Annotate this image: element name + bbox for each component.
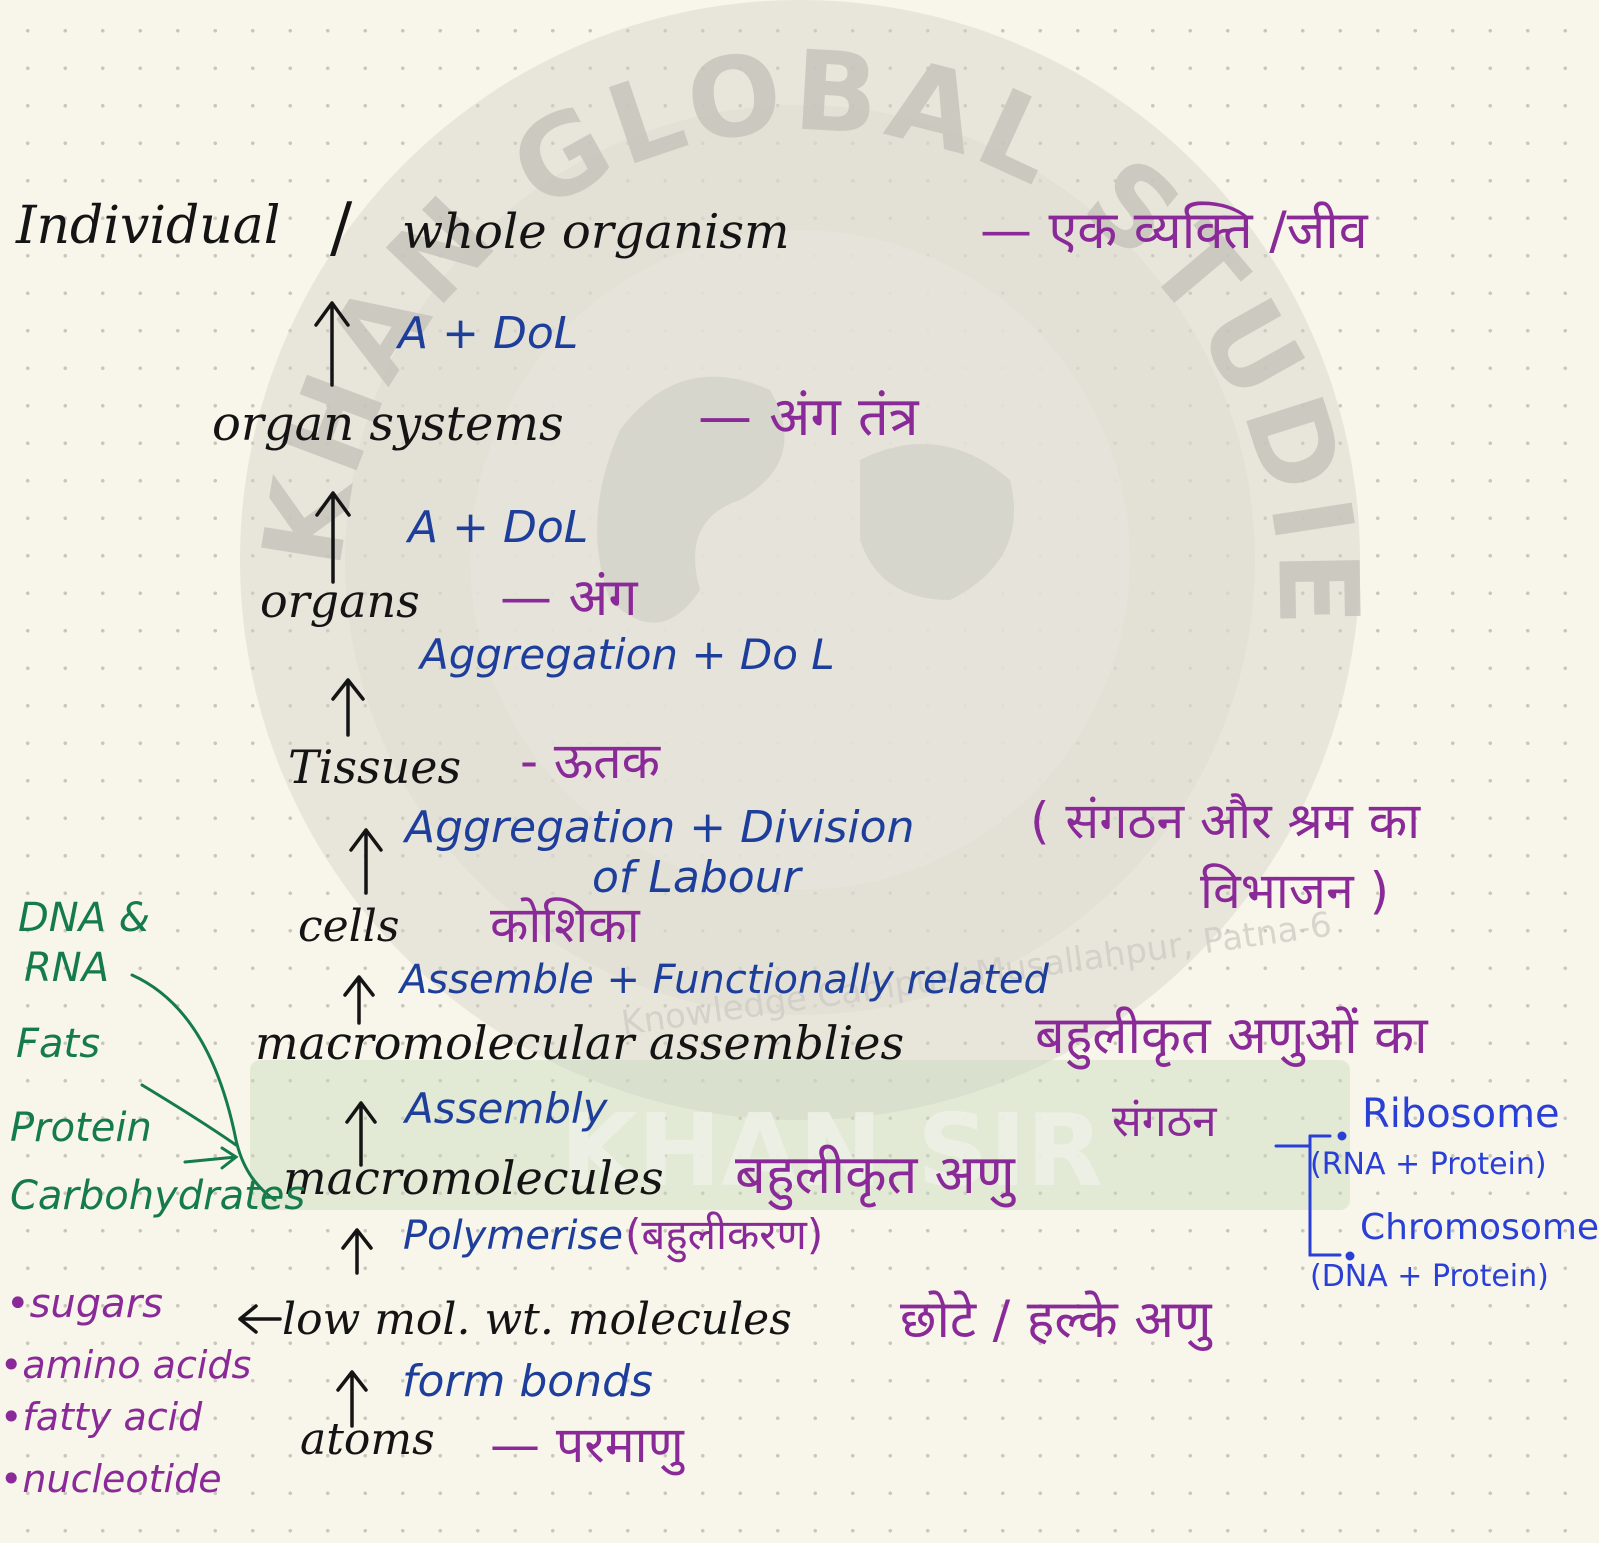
step-aggregation-dol: Aggregation + Do L	[420, 630, 835, 679]
green-connector-lines	[130, 973, 277, 1202]
organ-systems-hindi: — अंग तंत्र	[698, 385, 919, 448]
blue-bracket	[1274, 1131, 1355, 1261]
up-arrow-1	[314, 301, 350, 387]
step-polymerise-hindi: (बहुलीकरण)	[625, 1210, 824, 1259]
example-ribosome: Ribosome	[1362, 1091, 1560, 1137]
macromolecules-hindi: बहुलीकृत अणु	[735, 1143, 1015, 1206]
macromolecular-assemblies-hindi-2: संगठन	[1112, 1096, 1217, 1147]
step-division-hindi-2: विभाजन )	[1200, 862, 1390, 920]
left-arrow-sugars	[238, 1304, 282, 1334]
step-assemble-functionally-related: Assemble + Functionally related	[400, 957, 1049, 1003]
small-molecule-nucleotide: •nucleotide	[0, 1457, 222, 1501]
individual-hindi: — एक व्यक्ति /जीव	[980, 201, 1368, 261]
cells-hindi: कोशिका	[490, 896, 640, 954]
up-arrow-4	[349, 828, 383, 895]
step-a-dol-2: A + DoL	[408, 502, 589, 553]
up-arrow-6	[345, 1101, 377, 1167]
up-arrow-2	[315, 491, 351, 584]
organs-label: organs	[260, 574, 420, 628]
low-mol-wt-molecules-label: low mol. wt. molecules	[282, 1294, 792, 1345]
example-ribosome-detail: (RNA + Protein)	[1310, 1147, 1547, 1182]
example-chromosome-detail: (DNA + Protein)	[1310, 1259, 1549, 1294]
organ-systems-label: organ systems	[212, 396, 564, 452]
small-molecule-sugars: •sugars	[6, 1281, 163, 1327]
up-arrow-8	[336, 1370, 368, 1428]
tissues-label: Tissues	[288, 740, 462, 794]
step-a-dol-1: A + DoL	[398, 308, 579, 359]
step-assembly: Assembly	[405, 1084, 608, 1133]
macromolecular-assemblies-label: macromolecular assemblies	[255, 1016, 905, 1070]
macromolecule-type-dna: DNA &	[18, 895, 150, 941]
individual-label: Individual	[16, 196, 281, 256]
watermark-banner-text: KHAN SIR	[560, 1092, 1103, 1209]
step-division-hindi-1: ( संगठन और श्रम का	[1030, 792, 1421, 850]
low-mol-wt-molecules-hindi: छोटे / हल्के अणु	[900, 1290, 1212, 1350]
small-molecule-amino-acids: •amino acids	[0, 1343, 252, 1387]
whole-organism-label: whole organism	[402, 204, 790, 260]
macromolecular-assemblies-hindi-1: बहुलीकृत अणुओं का	[1035, 1006, 1428, 1066]
macromolecule-type-protein: Protein	[10, 1105, 152, 1151]
macromolecules-label: macromolecules	[283, 1151, 664, 1205]
step-of-labour: of Labour	[592, 852, 801, 903]
step-polymerise: Polymerise	[403, 1213, 623, 1259]
step-aggregation-division: Aggregation + Division	[405, 802, 915, 853]
up-arrow-5	[343, 975, 375, 1025]
up-arrow-7	[341, 1228, 373, 1275]
slash-separator: /	[330, 189, 353, 266]
atoms-hindi: — परमाणु	[490, 1416, 684, 1474]
example-chromosome: Chromosome	[1360, 1207, 1599, 1248]
macromolecule-type-carbohydrates: Carbohydrates	[10, 1173, 306, 1219]
small-molecule-fatty-acid: •fatty acid	[0, 1395, 203, 1439]
organs-hindi: — अंग	[500, 568, 638, 628]
cells-label: cells	[298, 901, 400, 952]
tissues-hindi: - ऊतक	[520, 732, 661, 790]
step-form-bonds: form bonds	[402, 1356, 653, 1407]
up-arrow-3	[331, 678, 365, 737]
macromolecule-type-fats: Fats	[16, 1021, 101, 1067]
atoms-label: atoms	[300, 1414, 435, 1465]
macromolecule-type-rna: RNA	[24, 945, 110, 991]
